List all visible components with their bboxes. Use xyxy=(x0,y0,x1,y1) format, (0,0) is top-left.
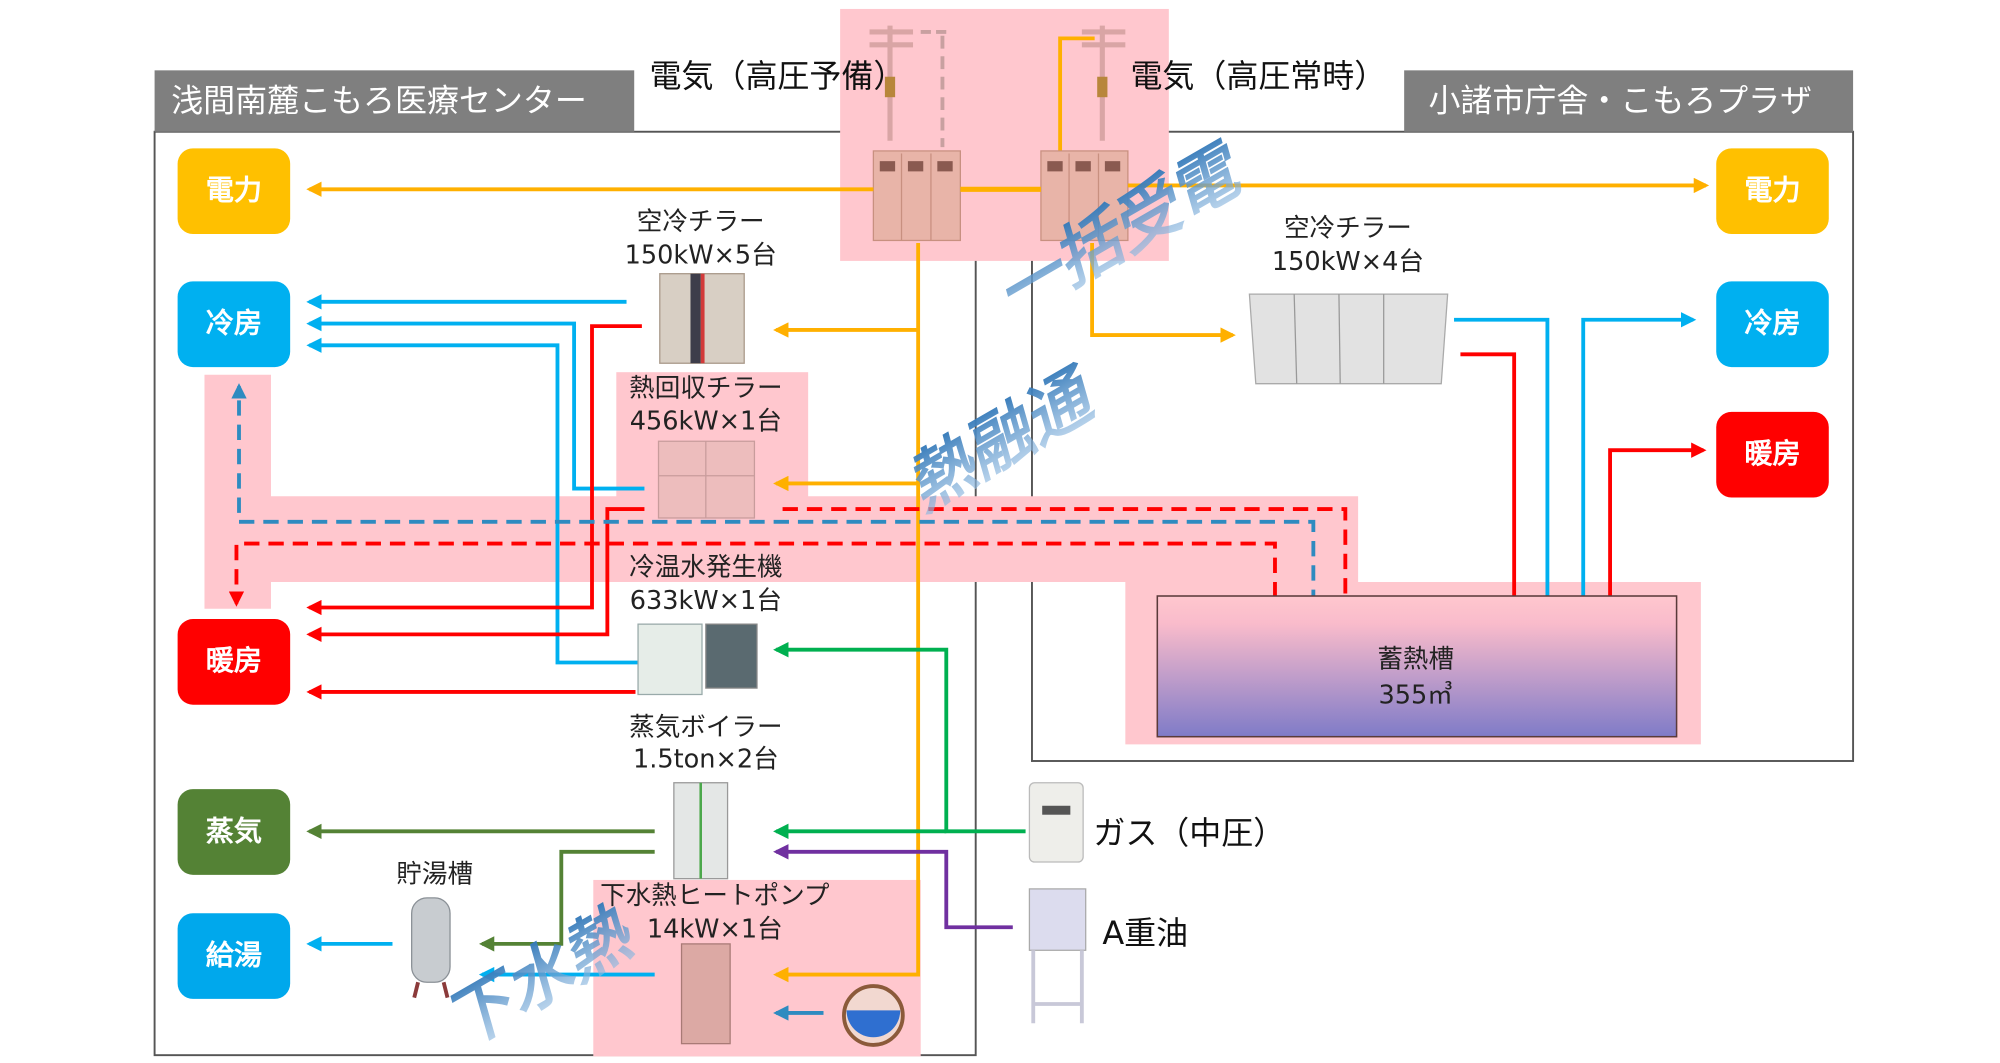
oil-label: A重油 xyxy=(1102,914,1188,952)
switchgear-right-icon xyxy=(1040,150,1129,242)
tile-hot-water-left: 給湯 xyxy=(177,913,291,999)
power-lines xyxy=(306,177,1710,983)
right-building-header xyxy=(1404,70,1854,132)
normal-supply-line xyxy=(1058,36,1095,151)
tile-steam-left: 蒸気 xyxy=(177,789,291,875)
svg-text:冷房: 冷房 xyxy=(206,307,262,340)
heat-recovery-chiller-name: 熱回収チラー xyxy=(629,373,782,403)
output-tiles: 電力 冷房 暖房 蒸気 給湯 電力 冷房 暖房 xyxy=(177,148,1829,999)
cooling-lines-left xyxy=(306,294,655,983)
hot-water-tank-icon xyxy=(411,897,451,999)
tile-cooling-left: 冷房 xyxy=(177,281,291,368)
sewage-heat-pump-spec: 14kW×1台 xyxy=(647,914,783,944)
cooling-lines-right xyxy=(1454,312,1697,727)
air-chiller-right-name: 空冷チラー xyxy=(1284,214,1412,244)
gas-lines xyxy=(773,642,1026,840)
tile-power-left: 電力 xyxy=(177,148,291,235)
air-chiller-right-icon xyxy=(1248,293,1449,385)
left-building-name: 浅間南麓こもろ医療センター xyxy=(171,81,587,119)
steam-boiler-icon xyxy=(673,782,729,880)
sewage-heat-pump-icon xyxy=(680,943,731,1045)
air-chiller-left-name: 空冷チラー xyxy=(637,207,765,237)
chiller-heater-spec: 633kW×1台 xyxy=(630,586,782,616)
tile-heating-right: 暖房 xyxy=(1716,411,1829,498)
svg-text:電力: 電力 xyxy=(206,174,262,207)
heating-lines-right xyxy=(1460,352,1707,649)
svg-text:暖房: 暖房 xyxy=(1744,437,1800,470)
heat-recovery-chiller-icon xyxy=(657,440,756,519)
thermal-storage-tank xyxy=(1156,595,1678,738)
oil-line xyxy=(773,844,1013,930)
equipment-labels: 空冷チラー 150kW×5台 熱回収チラー 456kW×1台 冷温水発生機 63… xyxy=(396,207,1424,944)
electric-backup-label: 電気（高圧予備） xyxy=(650,57,906,95)
heating-lines-left xyxy=(306,324,645,700)
svg-text:蒸気: 蒸気 xyxy=(206,814,262,847)
hot-water-tank-name: 貯湯槽 xyxy=(396,860,473,890)
electric-normal-label: 電気（高圧常時） xyxy=(1130,57,1386,95)
svg-text:暖房: 暖房 xyxy=(206,644,262,677)
chiller-heater-name: 冷温水発生機 xyxy=(629,553,782,583)
svg-text:給湯: 給湯 xyxy=(206,938,262,971)
tile-heating-left: 暖房 xyxy=(177,619,291,705)
sewage-heat-pump-name: 下水熱ヒートポンプ xyxy=(600,881,830,911)
thermal-storage-spec: 355㎥ xyxy=(1378,680,1452,710)
steam-boiler-spec: 1.5ton×2台 xyxy=(633,744,779,774)
gas-meter-icon xyxy=(1028,782,1084,863)
switchgear-left-icon xyxy=(872,150,961,242)
left-building-header xyxy=(154,70,635,132)
oil-tank-icon xyxy=(1028,888,1087,1024)
svg-text:冷房: 冷房 xyxy=(1744,307,1800,340)
air-chiller-left-icon xyxy=(659,273,745,364)
power-trunk-left xyxy=(773,243,921,983)
steam-lines xyxy=(306,823,655,952)
transformer-icon xyxy=(884,76,896,98)
chiller-heater-icon xyxy=(637,623,758,696)
gas-label: ガス（中圧） xyxy=(1093,814,1285,852)
svg-text:電力: 電力 xyxy=(1744,174,1800,207)
air-chiller-left-spec: 150kW×5台 xyxy=(625,240,777,270)
thermal-storage-name: 蓄熱槽 xyxy=(1377,645,1454,675)
tile-cooling-right: 冷房 xyxy=(1716,281,1829,368)
steam-boiler-name: 蒸気ボイラー xyxy=(629,712,782,742)
tile-power-right: 電力 xyxy=(1716,148,1829,235)
sewage-pipe-icon xyxy=(842,984,905,1047)
heat-recovery-chiller-spec: 456kW×1台 xyxy=(630,407,782,437)
power-to-right-chiller xyxy=(1090,243,1236,343)
air-chiller-right-spec: 150kW×4台 xyxy=(1272,247,1424,277)
heat-sharing-heating-to-tank xyxy=(782,507,1353,643)
right-building-name: 小諸市庁舎・こもろプラザ xyxy=(1428,81,1812,119)
heat-sharing-heating-to-left xyxy=(228,541,1277,646)
